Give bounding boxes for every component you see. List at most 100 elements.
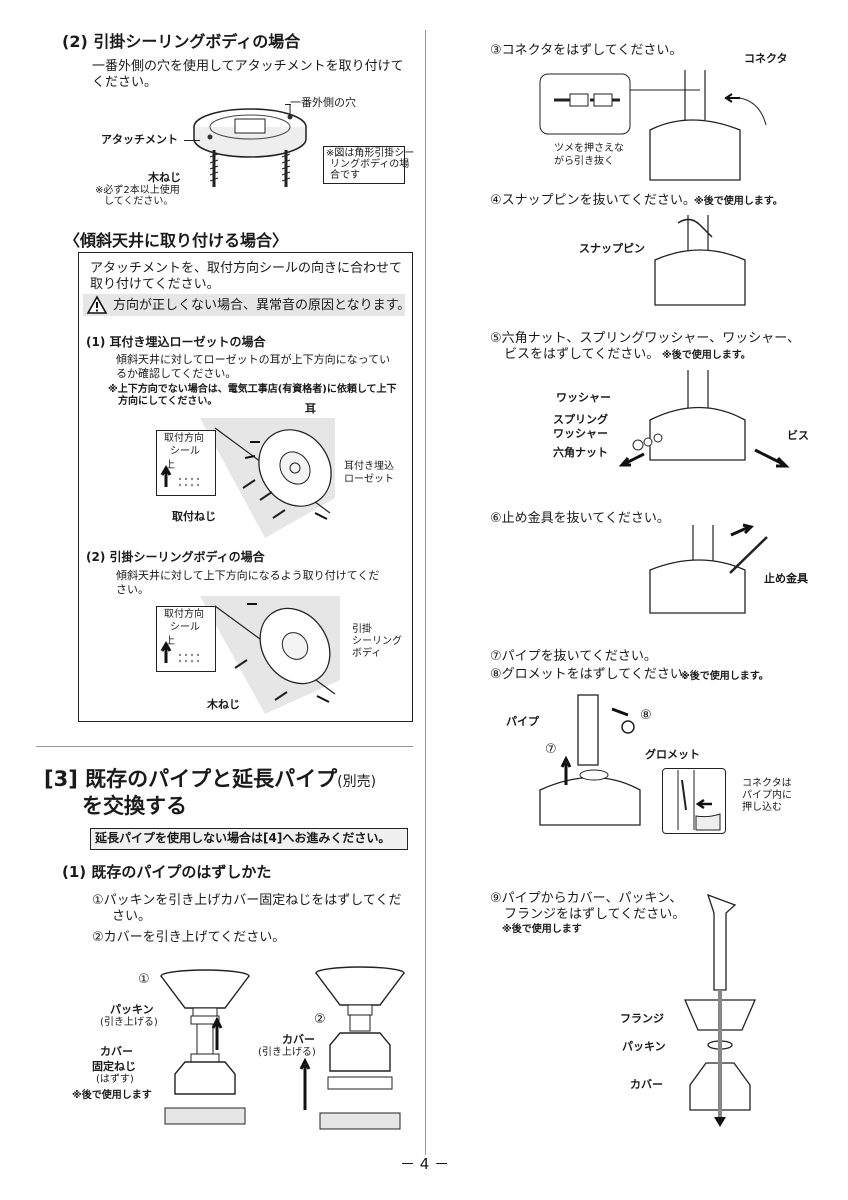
optional-tag: (別売) [337,774,377,790]
grommet-label: グロメット [645,748,700,761]
min-two-note-1: ※必ず2本以上使用 [95,185,180,196]
up-arrow-icon [160,464,200,487]
sub1-note-2: 方向にしてください。 [118,396,218,407]
slope-title: 〈傾斜天井に取り付ける場合〉 [64,231,289,250]
packing-sub: (引き上げる) [100,1017,158,1028]
flange-label: フランジ [620,1012,664,1025]
push-in-note-2: パイプ内に [742,790,792,801]
circle-8: ⑧ [640,708,652,723]
wood-screw-label: 木ねじ [148,171,181,184]
cover-sub-left: (引き上げる) [258,1047,316,1058]
sloped-rosette-figure [200,418,335,538]
cover-label-left: カバー [282,1033,315,1046]
pipe-parts-figure [684,893,756,1127]
spring-washer-label-1: スプリング [553,413,608,426]
sub2-title: (2) 引掛シーリングボディの場合 [86,550,265,564]
sticker-label-2b: シール [170,622,200,633]
screw-label: ビス [787,429,809,442]
step5-text-1: ⑤六角ナット、スプリングワッシャー、ワッシャー、 [490,331,801,346]
packing-label: パッキン [110,1003,154,1016]
figure-note-2: リングボディの場 [330,159,410,170]
step4-text: ④スナップピンを抜いてください。 [490,193,696,208]
step2-text: ②カバーを引き上げてください。 [92,930,286,945]
warning-band [83,294,405,316]
sticker-label-1a: 取付方向 [164,433,204,444]
circle-7: ⑦ [545,742,557,757]
hex-nut-label: 六角ナット [553,446,608,459]
remove-pipe-title: (1) 既存のパイプのはずしかた [62,863,272,881]
snap-pin-figure [654,215,746,306]
fig-num-1: ① [138,972,150,987]
figure-note-3: 合です [330,170,360,181]
stopper-label: 止め金具 [764,572,808,585]
rosette-label-1: 耳付き埋込 [344,461,394,472]
later-use-4: ※後で使用します。 [694,196,783,207]
leader-line [285,104,291,105]
push-connector-inset [677,770,721,831]
sub2-desc-2: さい。 [116,583,149,596]
cover-screw-sub: (はずす) [96,1074,134,1085]
sloped-body-figure [200,596,340,714]
cover-screw-label-1: カバー [100,1045,133,1058]
sticker-up-1: 上 [165,460,175,471]
pipe-grommet-figure [539,694,641,826]
later-use-left: ※後で使用します [72,1090,152,1101]
fig-num-2: ② [314,1012,326,1027]
section-2-title: (2) 引掛シーリングボディの場合 [62,32,301,51]
spring-washer-label-2: ワッシャー [553,427,608,440]
pipe-label: パイプ [506,715,539,728]
connector-label: コネクタ [744,52,788,65]
ceiling-body-label-1: 引掛 [352,624,372,635]
step1-text-2: さい。 [112,909,152,924]
warning-icon [86,295,108,314]
wood-screw-label-2: 木ねじ [207,698,240,711]
connector-figure [539,70,767,181]
sub1-desc-1: 傾斜天井に対してローゼットの耳が上下方向になってい [116,353,391,366]
snap-pin-label: スナップピン [579,242,645,255]
sticker-label-1b: シール [170,446,200,457]
step1-text-1: ①パッキンを引き上げカバー固定ねじをはずしてくだ [92,893,402,908]
leader-line [184,140,200,141]
notice-text: 延長パイプを使用しない場合は[4]へお進みください。 [95,831,391,845]
section-separator [36,746,413,747]
slope-desc-1: アタッチメントを、取付方向シールの向きに合わせて [90,261,403,276]
slope-desc-2: 取り付けてください。 [90,277,220,292]
page-number: － 4 － [400,1155,450,1173]
figure-note-box [323,146,405,184]
step3-text: ③コネクタをはずしてください。 [490,43,683,58]
attachment-label: アタッチメント [101,133,178,146]
nut-figure [618,370,790,468]
push-in-note-1: コネクタは [742,778,792,789]
column-divider [425,30,426,1155]
sub1-note-1: ※上下方向でない場合は、電気工事店(有資格者)に依頼して上下 [108,384,397,395]
min-two-note-2: してください。 [104,196,174,207]
step9-text-1: ⑨パイプからカバー、パッキン、 [490,891,683,906]
cover-label-right: カバー [630,1078,663,1091]
step9-text-2: フランジをはずしてください。 [504,907,686,922]
section-2-desc-2: ください。 [92,75,158,90]
step6-text: ⑥止め金具を抜いてください。 [490,511,670,526]
step5-text-2: ビスをはずしてください。 [504,347,660,362]
up-arrow-icon [160,640,200,663]
fan-fixture-2 [299,966,405,1130]
sticker-label-2a: 取付方向 [164,609,204,620]
ceiling-body-label-2: シーリング [352,636,402,647]
sticker-up-2: 上 [165,636,175,647]
warning-text: 方向が正しくない場合、異常音の原因となります。 [113,298,411,313]
later-use-8: ※後で使用します。 [680,671,769,682]
ceiling-body-label-3: ボディ [352,648,382,659]
later-use-5: ※後で使用します。 [662,350,751,361]
rosette-label-2: ローゼット [344,474,394,485]
mount-screw-label: 取付ねじ [172,510,216,523]
sub1-desc-2: るか確認してください。 [116,367,237,380]
packing-label-right: パッキン [622,1040,666,1053]
step7-text: ⑦パイプを抜いてください。 [490,649,657,664]
slope-box [78,252,413,722]
step8-text: ⑧グロメットをはずしてください。 [490,667,696,682]
claw-note-1: ツメを押さえな [554,143,624,154]
cover-screw-label-2: 固定ねじ [92,1060,136,1073]
sub2-desc-1: 傾斜天井に対して上下方向になるよう取り付けてくだ [116,569,380,582]
stopper-figure [649,523,768,614]
later-use-9: ※後で使用します [502,924,582,935]
ear-label: 耳 [305,402,316,415]
